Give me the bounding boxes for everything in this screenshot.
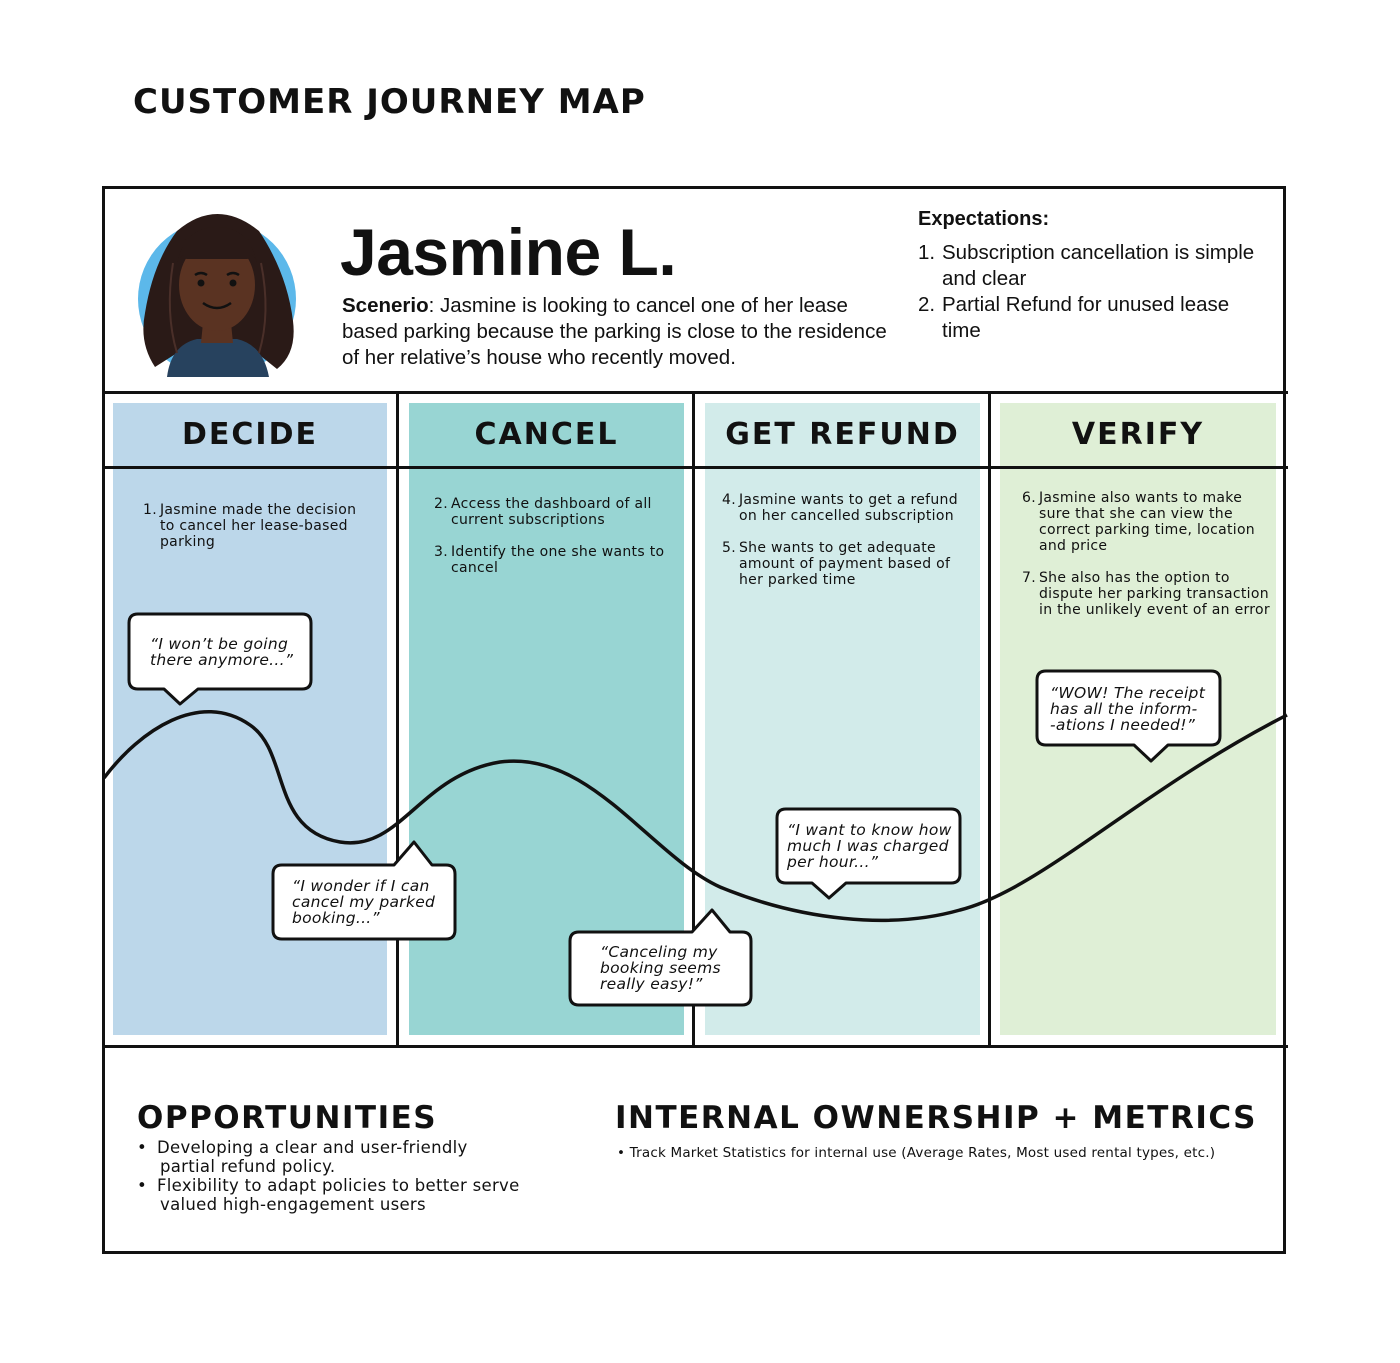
stage-divider bbox=[988, 393, 991, 1047]
quote-decide: “I won’t be going there anymore...” bbox=[150, 636, 293, 668]
stage-label-get-refund: GET REFUND bbox=[725, 417, 960, 452]
stage-steps-verify: 6.Jasmine also wants to make sure that s… bbox=[1022, 490, 1270, 634]
speech-bubble bbox=[1035, 669, 1222, 763]
quote-line: “Canceling my bbox=[600, 943, 718, 961]
stage-divider bbox=[692, 393, 695, 1047]
journey-map-frame bbox=[102, 186, 1286, 1254]
step-text: She wants to get adequate amount of paym… bbox=[739, 540, 951, 588]
quote-line: “I wonder if I can bbox=[292, 877, 430, 895]
ownership-metric-item: • Track Market Statistics for internal u… bbox=[617, 1145, 1216, 1161]
stage-header-divider bbox=[102, 466, 1288, 469]
scenario-text: : Jasmine is looking to cancel one of he… bbox=[342, 294, 887, 369]
step-item: 1.Jasmine made the decision to cancel he… bbox=[143, 502, 368, 550]
speech-bubble bbox=[568, 908, 753, 1007]
scenario-label: Scenerio bbox=[342, 294, 429, 317]
expectation-text: Partial Refund for unused lease time bbox=[942, 293, 1230, 342]
quote-refund: “I want to know how much I was charged p… bbox=[787, 822, 952, 870]
step-item: 7.She also has the option to dispute her… bbox=[1022, 570, 1270, 618]
persona-scenario: Scenerio: Jasmine is looking to cancel o… bbox=[342, 293, 902, 371]
step-number: 3. bbox=[434, 544, 448, 560]
stage-label-cancel: CANCEL bbox=[474, 417, 619, 452]
stage-column-get-refund bbox=[705, 403, 980, 1035]
step-text: Access the dashboard of all current subs… bbox=[451, 496, 652, 528]
step-number: 2. bbox=[434, 496, 448, 512]
quote-line: has all the inform- bbox=[1050, 700, 1198, 718]
stage-label-decide: DECIDE bbox=[182, 417, 318, 452]
step-text: Identify the one she wants to cancel bbox=[451, 544, 665, 576]
quote-line: really easy!” bbox=[600, 975, 703, 993]
step-item: 3.Identify the one she wants to cancel bbox=[434, 544, 679, 576]
stage-steps-cancel: 2.Access the dashboard of all current su… bbox=[434, 496, 679, 592]
opportunity-line: Developing a clear and user-friendly bbox=[157, 1138, 468, 1157]
quote-cancel-easy: “Canceling my booking seems really easy!… bbox=[600, 944, 721, 992]
quote-line: “I won’t be going bbox=[150, 635, 289, 653]
step-number: 6. bbox=[1022, 490, 1036, 506]
expectations-section: Expectations: 1. Subscription cancellatio… bbox=[918, 208, 1268, 344]
expectations-list: 1. Subscription cancellation is simple an… bbox=[918, 240, 1268, 344]
step-number: 5. bbox=[722, 540, 736, 556]
stage-steps-get-refund: 4.Jasmine wants to get a refund on her c… bbox=[722, 492, 972, 604]
quote-line: booking...” bbox=[292, 909, 380, 927]
step-text: She also has the option to dispute her p… bbox=[1039, 570, 1270, 618]
step-text: Jasmine also wants to make sure that she… bbox=[1039, 490, 1255, 554]
quote-line: booking seems bbox=[600, 959, 721, 977]
quote-line: there anymore...” bbox=[150, 651, 294, 669]
quote-line: much I was charged bbox=[787, 837, 949, 855]
opportunity-item: • Flexibility to adapt policies to better… bbox=[137, 1176, 520, 1214]
persona-name: Jasmine L. bbox=[340, 215, 677, 289]
ownership-heading: INTERNAL OWNERSHIP + METRICS bbox=[615, 1100, 1258, 1136]
quote-line: “I want to know how bbox=[787, 821, 952, 839]
speech-bubble bbox=[271, 840, 457, 941]
step-text: Jasmine made the decision to cancel her … bbox=[160, 502, 357, 550]
step-text: Jasmine wants to get a refund on her can… bbox=[739, 492, 958, 524]
quote-line: -ations I needed!” bbox=[1050, 716, 1196, 734]
bullet-icon: • bbox=[137, 1176, 148, 1195]
step-item: 4.Jasmine wants to get a refund on her c… bbox=[722, 492, 972, 524]
quote-verify: “WOW! The receipt has all the inform- -a… bbox=[1050, 685, 1205, 733]
stage-label-verify: VERIFY bbox=[1071, 417, 1205, 452]
quote-line: per hour...” bbox=[787, 853, 879, 871]
quote-line: cancel my parked bbox=[292, 893, 436, 911]
opportunities-heading: OPPORTUNITIES bbox=[137, 1100, 438, 1136]
speech-bubble bbox=[775, 807, 962, 900]
persona-avatar bbox=[138, 214, 296, 377]
stage-divider bbox=[396, 393, 399, 1047]
stage-steps-decide: 1.Jasmine made the decision to cancel he… bbox=[143, 502, 368, 566]
expectation-item: 2. Partial Refund for unused lease time bbox=[918, 292, 1268, 344]
step-number: 4. bbox=[722, 492, 736, 508]
step-item: 2.Access the dashboard of all current su… bbox=[434, 496, 679, 528]
quote-line: “WOW! The receipt bbox=[1050, 684, 1206, 702]
opportunity-line: valued high-engagement users bbox=[160, 1195, 426, 1214]
emotion-curve bbox=[102, 710, 1288, 922]
expectation-text: Subscription cancellation is simple and … bbox=[942, 241, 1255, 290]
page-title: CUSTOMER JOURNEY MAP bbox=[133, 82, 646, 122]
opportunity-line: Flexibility to adapt policies to better … bbox=[157, 1176, 520, 1195]
persona-divider bbox=[102, 391, 1288, 394]
bottom-section-divider bbox=[102, 1045, 1288, 1048]
quote-cancel-wonder: “I wonder if I can cancel my parked book… bbox=[292, 878, 435, 926]
expectation-number: 2. bbox=[918, 293, 936, 316]
step-number: 7. bbox=[1022, 570, 1036, 586]
step-item: 5.She wants to get adequate amount of pa… bbox=[722, 540, 972, 588]
step-number: 1. bbox=[143, 502, 157, 518]
expectation-number: 1. bbox=[918, 241, 936, 264]
step-item: 6.Jasmine also wants to make sure that s… bbox=[1022, 490, 1270, 554]
expectations-heading: Expectations: bbox=[918, 208, 1050, 230]
speech-bubble bbox=[127, 612, 313, 706]
opportunity-line: partial refund policy. bbox=[160, 1157, 336, 1176]
expectation-item: 1. Subscription cancellation is simple an… bbox=[918, 240, 1268, 292]
bullet-icon: • bbox=[137, 1138, 148, 1157]
